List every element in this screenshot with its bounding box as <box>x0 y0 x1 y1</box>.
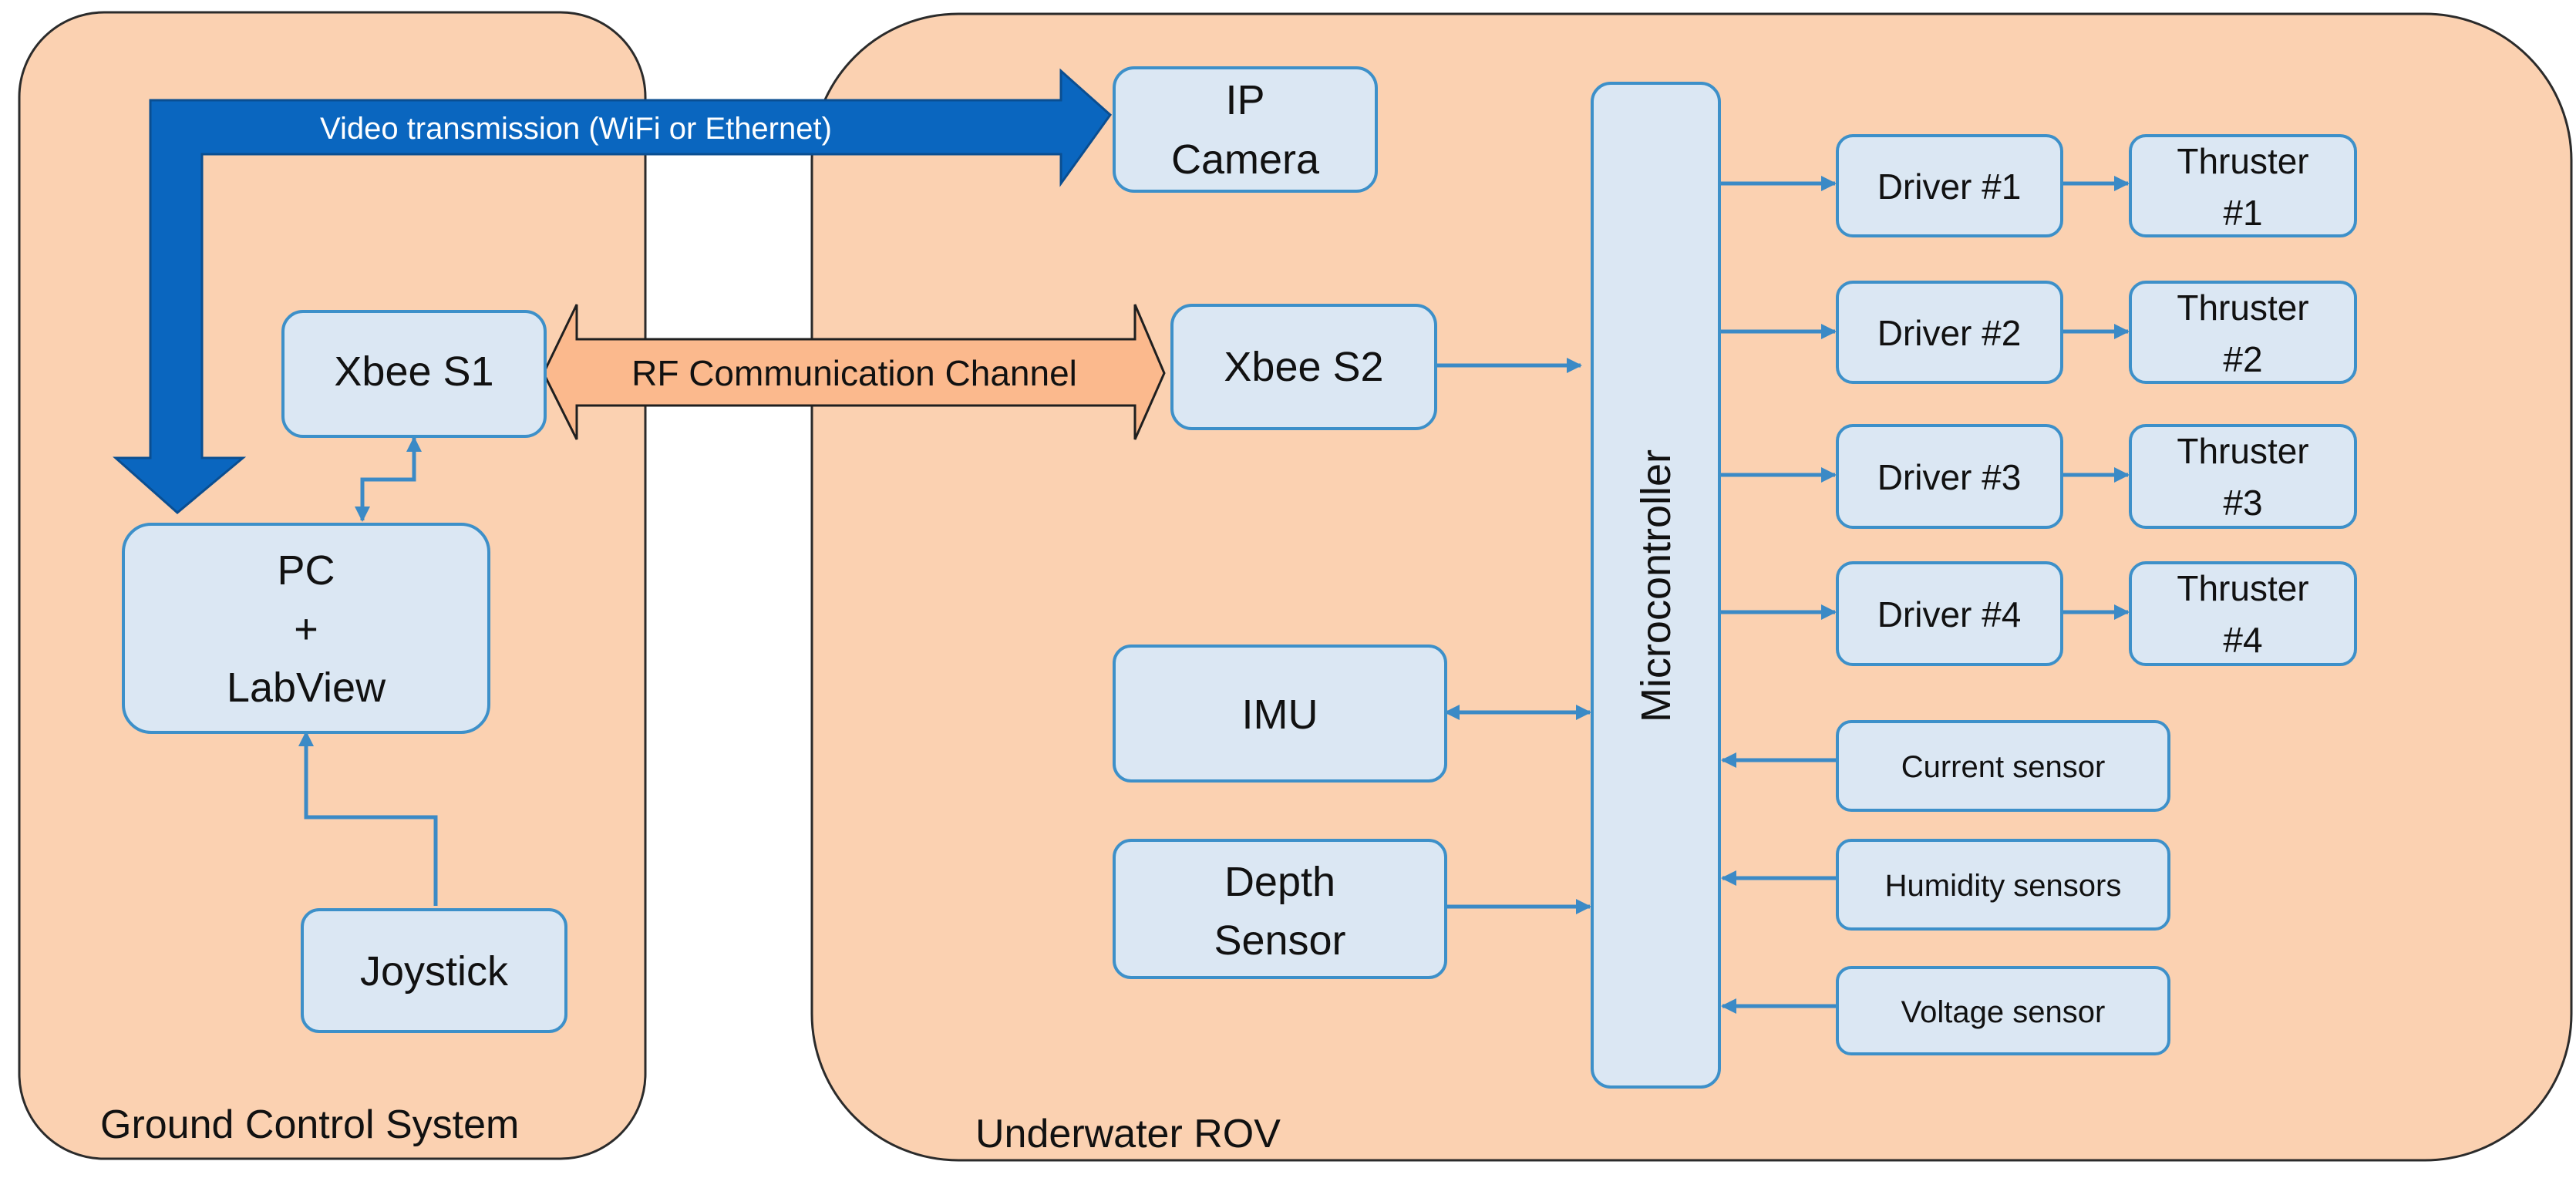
driver-2-label: Driver #2 <box>1877 313 2022 353</box>
microcontroller-label: Microcontroller <box>1633 449 1679 722</box>
current-sensor-label: Current sensor <box>1901 750 2106 784</box>
thruster-3-block: Thruster #3 <box>2129 424 2357 529</box>
connectors <box>298 176 2130 1014</box>
joystick-block: Joystick <box>301 908 567 1033</box>
voltage-sensor-label: Voltage sensor <box>1901 995 2106 1029</box>
rf-channel-arrow: RF Communication Channel <box>542 304 1166 440</box>
thruster-2-line-1: Thruster <box>2177 288 2308 328</box>
ground-control-label: Ground Control System <box>100 1102 519 1147</box>
imu-block: IMU <box>1113 645 1447 783</box>
labview-label: LabView <box>227 665 386 711</box>
rf-channel-label: RF Communication Channel <box>631 353 1077 393</box>
thruster-1-block: Thruster #1 <box>2129 134 2357 237</box>
current-sensor-block: Current sensor <box>1836 720 2170 812</box>
thruster-2-block: Thruster #2 <box>2129 281 2357 384</box>
depth-sensor-line-1: Depth <box>1224 859 1335 905</box>
pc-label: PC <box>277 547 335 594</box>
microcontroller-block: Microcontroller <box>1591 82 1721 1089</box>
driver-4-block: Driver #4 <box>1836 561 2063 666</box>
thruster-3-line-2: #3 <box>2223 483 2262 523</box>
driver-2-block: Driver #2 <box>1836 281 2063 384</box>
ip-camera-block: IP Camera <box>1113 66 1378 193</box>
thruster-1-line-2: #1 <box>2223 193 2262 233</box>
joystick-to-pc-connector <box>298 731 438 906</box>
pc-plus-label: + <box>294 606 318 652</box>
xbee-s2-block: Xbee S2 <box>1170 304 1437 430</box>
thruster-4-line-1: Thruster <box>2177 568 2308 608</box>
driver-3-block: Driver #3 <box>1836 424 2063 529</box>
joystick-label: Joystick <box>360 948 509 995</box>
xbee-s1-label: Xbee S1 <box>334 348 493 395</box>
driver-1-block: Driver #1 <box>1836 134 2063 237</box>
voltage-sensor-block: Voltage sensor <box>1836 966 2170 1055</box>
underwater-rov-label: Underwater ROV <box>975 1112 1281 1156</box>
ip-camera-line-2: Camera <box>1171 136 1320 183</box>
video-transmission-arrow: Video transmission (WiFi or Ethernet) <box>113 68 1113 514</box>
thruster-2-line-2: #2 <box>2223 339 2262 379</box>
xbee-s2-label: Xbee S2 <box>1224 344 1383 390</box>
depth-sensor-block: Depth Sensor <box>1113 839 1447 979</box>
thruster-1-line-1: Thruster <box>2177 141 2308 181</box>
imu-label: IMU <box>1242 692 1318 738</box>
pc-labview-block: PC + LabView <box>122 523 490 734</box>
depth-sensor-line-2: Sensor <box>1214 917 1345 964</box>
thruster-4-block: Thruster #4 <box>2129 561 2357 666</box>
humidity-sensors-label: Humidity sensors <box>1885 869 2122 903</box>
driver-4-label: Driver #4 <box>1877 594 2022 634</box>
driver-3-label: Driver #3 <box>1877 457 2022 497</box>
thruster-4-line-2: #4 <box>2223 620 2262 660</box>
video-transmission-label: Video transmission (WiFi or Ethernet) <box>320 112 832 146</box>
driver-1-label: Driver #1 <box>1877 167 2022 207</box>
thruster-3-line-1: Thruster <box>2177 431 2308 471</box>
humidity-sensors-block: Humidity sensors <box>1836 839 2170 931</box>
xbee-s1-to-pc-connector <box>355 436 422 522</box>
xbee-s1-block: Xbee S1 <box>281 310 547 438</box>
ip-camera-line-1: IP <box>1225 77 1264 123</box>
